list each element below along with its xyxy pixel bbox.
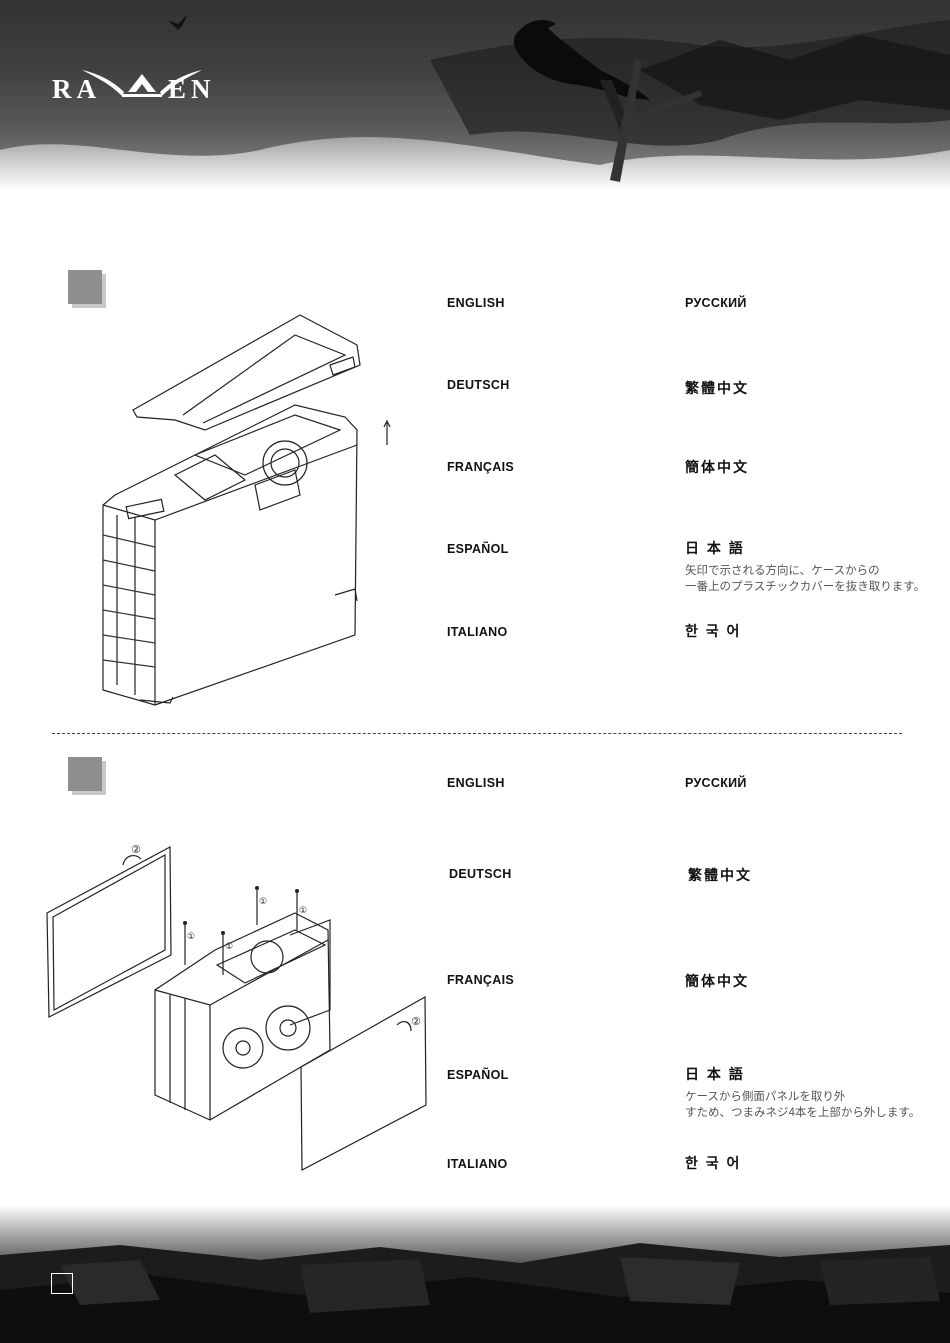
japanese-instruction: ケースから側面パネルを取り外 すため、つまみネジ4本を上部から外します。 [685,1089,935,1121]
japanese-instruction: 矢印で示される方向に、ケースからの 一番上のプラスチックカバーを抜き取ります。 [685,563,935,595]
lang-label: ITALIANO [447,625,508,639]
side-panel-removal-illustration: ① ① ① ① ② ② [45,835,435,1175]
raven-logo: RA EN [52,62,232,117]
lang-label: 한 국 어 [685,621,741,641]
section-divider [52,733,902,734]
japanese-line: すため、つまみネジ4本を上部から外します。 [685,1105,935,1121]
lang-label: ESPAÑOL [447,1068,509,1082]
header-banner: RA EN [0,0,950,190]
callout-1: ① [299,906,307,916]
step-2-marker [68,757,102,791]
lang-label: FRANÇAIS [447,460,514,474]
japanese-line: 一番上のプラスチックカバーを抜き取ります。 [685,579,935,595]
lang-label: 繁體中文 [688,865,752,885]
logo-text-left: RA [52,74,101,105]
case-top-cover-illustration [95,305,395,710]
callout-1: ① [225,942,233,952]
lang-label: DEUTSCH [447,378,510,392]
lang-label: РУССКИЙ [685,776,747,790]
callout-2: ② [411,1015,421,1028]
japanese-line: 矢印で示される方向に、ケースからの [685,563,935,579]
callout-2: ② [131,843,141,856]
step-1-marker [68,270,102,304]
lang-label: ITALIANO [447,1157,508,1171]
japanese-line: ケースから側面パネルを取り外 [685,1089,935,1105]
lang-label: 日 本 語 [685,1064,745,1084]
lang-label: DEUTSCH [449,867,512,881]
lang-label: РУССКИЙ [685,296,747,310]
lang-label: 簡体中文 [685,457,749,477]
callout-1: ① [259,897,267,907]
lang-label: 繁體中文 [685,378,749,398]
rock-footer-banner [0,1205,950,1343]
lang-label: ENGLISH [447,776,505,790]
lang-label: 簡体中文 [685,971,749,991]
callout-1: ① [187,932,195,942]
lang-label: 한 국 어 [685,1153,741,1173]
logo-text-right: EN [168,74,216,105]
lang-label: ENGLISH [447,296,505,310]
lang-label: ESPAÑOL [447,542,509,556]
lang-label: FRANÇAIS [447,973,514,987]
page-number-box [51,1273,73,1294]
lang-label: 日 本 語 [685,538,745,558]
